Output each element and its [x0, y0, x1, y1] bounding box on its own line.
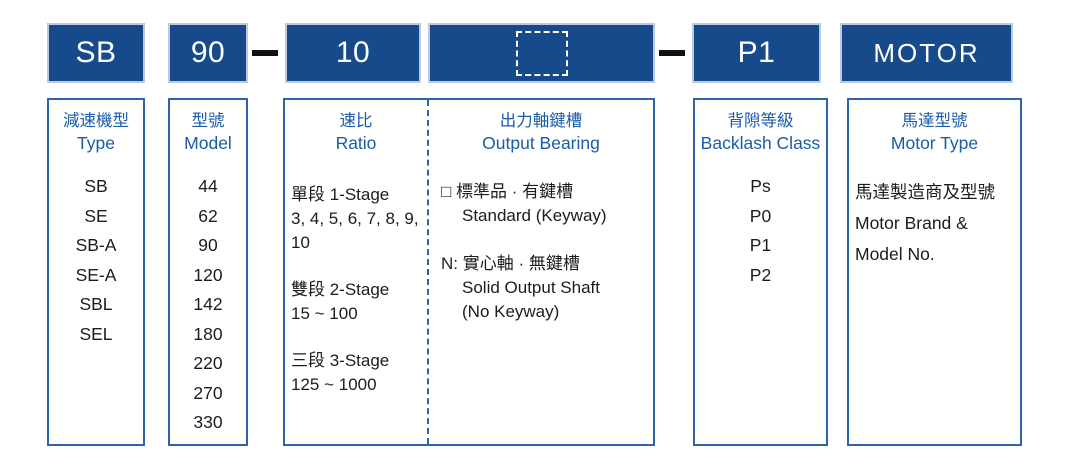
option-text-en: Standard (Keyway) — [462, 206, 607, 225]
column-motor-title-en: Motor Type — [890, 133, 979, 153]
column-backlash-header: 背隙等級 Backlash Class — [695, 100, 826, 154]
column-model-title-zh: 型號 — [191, 112, 225, 130]
column-motor-title-zh: 馬達型號 — [901, 112, 968, 130]
dash-separator — [659, 50, 685, 56]
column-output-bearing: 出力軸鍵槽 Output Bearing □ 標準品 · 有鍵槽 Standar… — [427, 100, 653, 444]
list-item: P0 — [749, 205, 772, 226]
output-bearing-option-solid: N: 實心軸 · 無鍵槽 Solid Output Shaft (No Keyw… — [441, 252, 649, 324]
column-type: 減速機型 Type SB SE SB-A SE-A SBL SEL — [47, 98, 145, 446]
column-type-items: SB SE SB-A SE-A SBL SEL — [49, 172, 143, 349]
column-motor: 馬達型號 Motor Type 馬達製造商及型號 Motor Brand & M… — [847, 98, 1022, 446]
code-segment-model-label: 90 — [190, 36, 226, 69]
list-item: SEL — [79, 323, 113, 344]
motor-desc-line: Model No. — [855, 244, 935, 264]
column-type-title-en: Type — [77, 133, 115, 153]
list-item: 330 — [193, 412, 223, 432]
code-segment-ratio-label: 10 — [335, 36, 371, 69]
code-segment-ratio: 10 — [285, 23, 421, 83]
list-item: 270 — [193, 382, 223, 403]
column-ratio-bearing: 速比 Ratio 單段 1-Stage 3, 4, 5, 6, 7, 8, 9,… — [283, 98, 655, 446]
list-item: 44 — [198, 176, 218, 196]
ratio-groups: 單段 1-Stage 3, 4, 5, 6, 7, 8, 9, 10 雙段 2-… — [285, 183, 427, 397]
ratio-group-heading: 單段 1-Stage — [291, 185, 390, 204]
code-segment-backlash: P1 — [692, 23, 821, 83]
list-item: SB — [84, 176, 108, 196]
list-item: SB-A — [75, 235, 117, 255]
list-item: 220 — [193, 353, 223, 373]
option-text-en: Solid Output Shaft — [462, 278, 600, 297]
option-text-zh: 實心軸 · 無鍵槽 — [462, 254, 580, 273]
column-output-bearing-header: 出力軸鍵槽 Output Bearing — [429, 100, 653, 154]
column-output-bearing-title-en: Output Bearing — [482, 133, 600, 153]
ratio-group-3-stage: 三段 3-Stage 125 ~ 1000 — [291, 349, 423, 397]
list-item: 120 — [193, 264, 223, 285]
motor-description: 馬達製造商及型號 Motor Brand & Model No. — [849, 177, 1020, 270]
ratio-group-values: 15 ~ 100 — [291, 304, 358, 323]
column-backlash: 背隙等級 Backlash Class Ps P0 P1 P2 — [693, 98, 828, 446]
code-segment-backlash-label: P1 — [737, 36, 776, 69]
column-type-header: 減速機型 Type — [49, 100, 143, 154]
ratio-group-2-stage: 雙段 2-Stage 15 ~ 100 — [291, 278, 423, 326]
ratio-group-values: 125 ~ 1000 — [291, 375, 377, 394]
ratio-group-heading: 雙段 2-Stage — [291, 280, 390, 299]
output-bearing-options: □ 標準品 · 有鍵槽 Standard (Keyway) N: 實心軸 · 無… — [429, 180, 653, 324]
column-model-header: 型號 Model — [170, 100, 246, 154]
ratio-group-values: 3, 4, 5, 6, 7, 8, 9, 10 — [291, 209, 419, 252]
list-item: 142 — [193, 294, 223, 314]
list-item: SBL — [79, 294, 113, 314]
option-text-en: (No Keyway) — [462, 302, 560, 321]
column-output-bearing-title-zh: 出力軸鍵槽 — [499, 112, 583, 130]
code-segment-motor-label: MOTOR — [873, 37, 980, 68]
option-line-zh: □ 標準品 · 有鍵槽 — [441, 180, 649, 204]
column-backlash-title-en: Backlash Class — [700, 133, 821, 153]
option-text-zh: 標準品 · 有鍵槽 — [456, 182, 574, 201]
motor-desc-line: 馬達製造商及型號 — [855, 182, 995, 202]
code-segment-motor: MOTOR — [840, 23, 1013, 83]
list-item: SE-A — [75, 264, 117, 285]
option-line-zh: N: 實心軸 · 無鍵槽 — [441, 252, 649, 276]
code-segment-type-label: SB — [75, 36, 117, 69]
output-bearing-option-standard: □ 標準品 · 有鍵槽 Standard (Keyway) — [441, 180, 649, 228]
column-model: 型號 Model 44 62 90 120 142 180 220 270 33… — [168, 98, 248, 446]
column-backlash-title-zh: 背隙等級 — [727, 112, 794, 130]
ratio-group-1-stage: 單段 1-Stage 3, 4, 5, 6, 7, 8, 9, 10 — [291, 183, 423, 255]
column-ratio-header: 速比 Ratio — [285, 100, 427, 154]
option-marker-n: N: — [441, 254, 458, 273]
list-item: 62 — [198, 205, 218, 226]
column-ratio-title-zh: 速比 — [339, 112, 373, 130]
list-item: SE — [84, 205, 108, 226]
code-segment-model: 90 — [168, 23, 248, 83]
list-item: 90 — [198, 235, 218, 255]
blank-placeholder-box — [515, 30, 568, 76]
column-model-items: 44 62 90 120 142 180 220 270 330 — [170, 172, 246, 438]
motor-desc-line: Motor Brand & — [855, 213, 968, 233]
column-ratio: 速比 Ratio 單段 1-Stage 3, 4, 5, 6, 7, 8, 9,… — [285, 100, 427, 444]
code-segment-output-bearing — [428, 23, 655, 83]
list-item: P2 — [749, 264, 772, 285]
list-item: P1 — [749, 235, 772, 255]
column-ratio-title-en: Ratio — [335, 133, 377, 153]
checkbox-square-icon: □ — [441, 182, 452, 201]
column-backlash-items: Ps P0 P1 P2 — [695, 172, 826, 290]
column-model-title-en: Model — [184, 133, 232, 153]
dash-separator — [252, 50, 278, 56]
ratio-group-heading: 三段 3-Stage — [291, 351, 390, 370]
code-segment-type: SB — [47, 23, 145, 83]
list-item: 180 — [193, 323, 223, 344]
column-motor-header: 馬達型號 Motor Type — [849, 100, 1020, 154]
column-type-title-zh: 減速機型 — [63, 112, 129, 130]
list-item: Ps — [750, 176, 771, 196]
